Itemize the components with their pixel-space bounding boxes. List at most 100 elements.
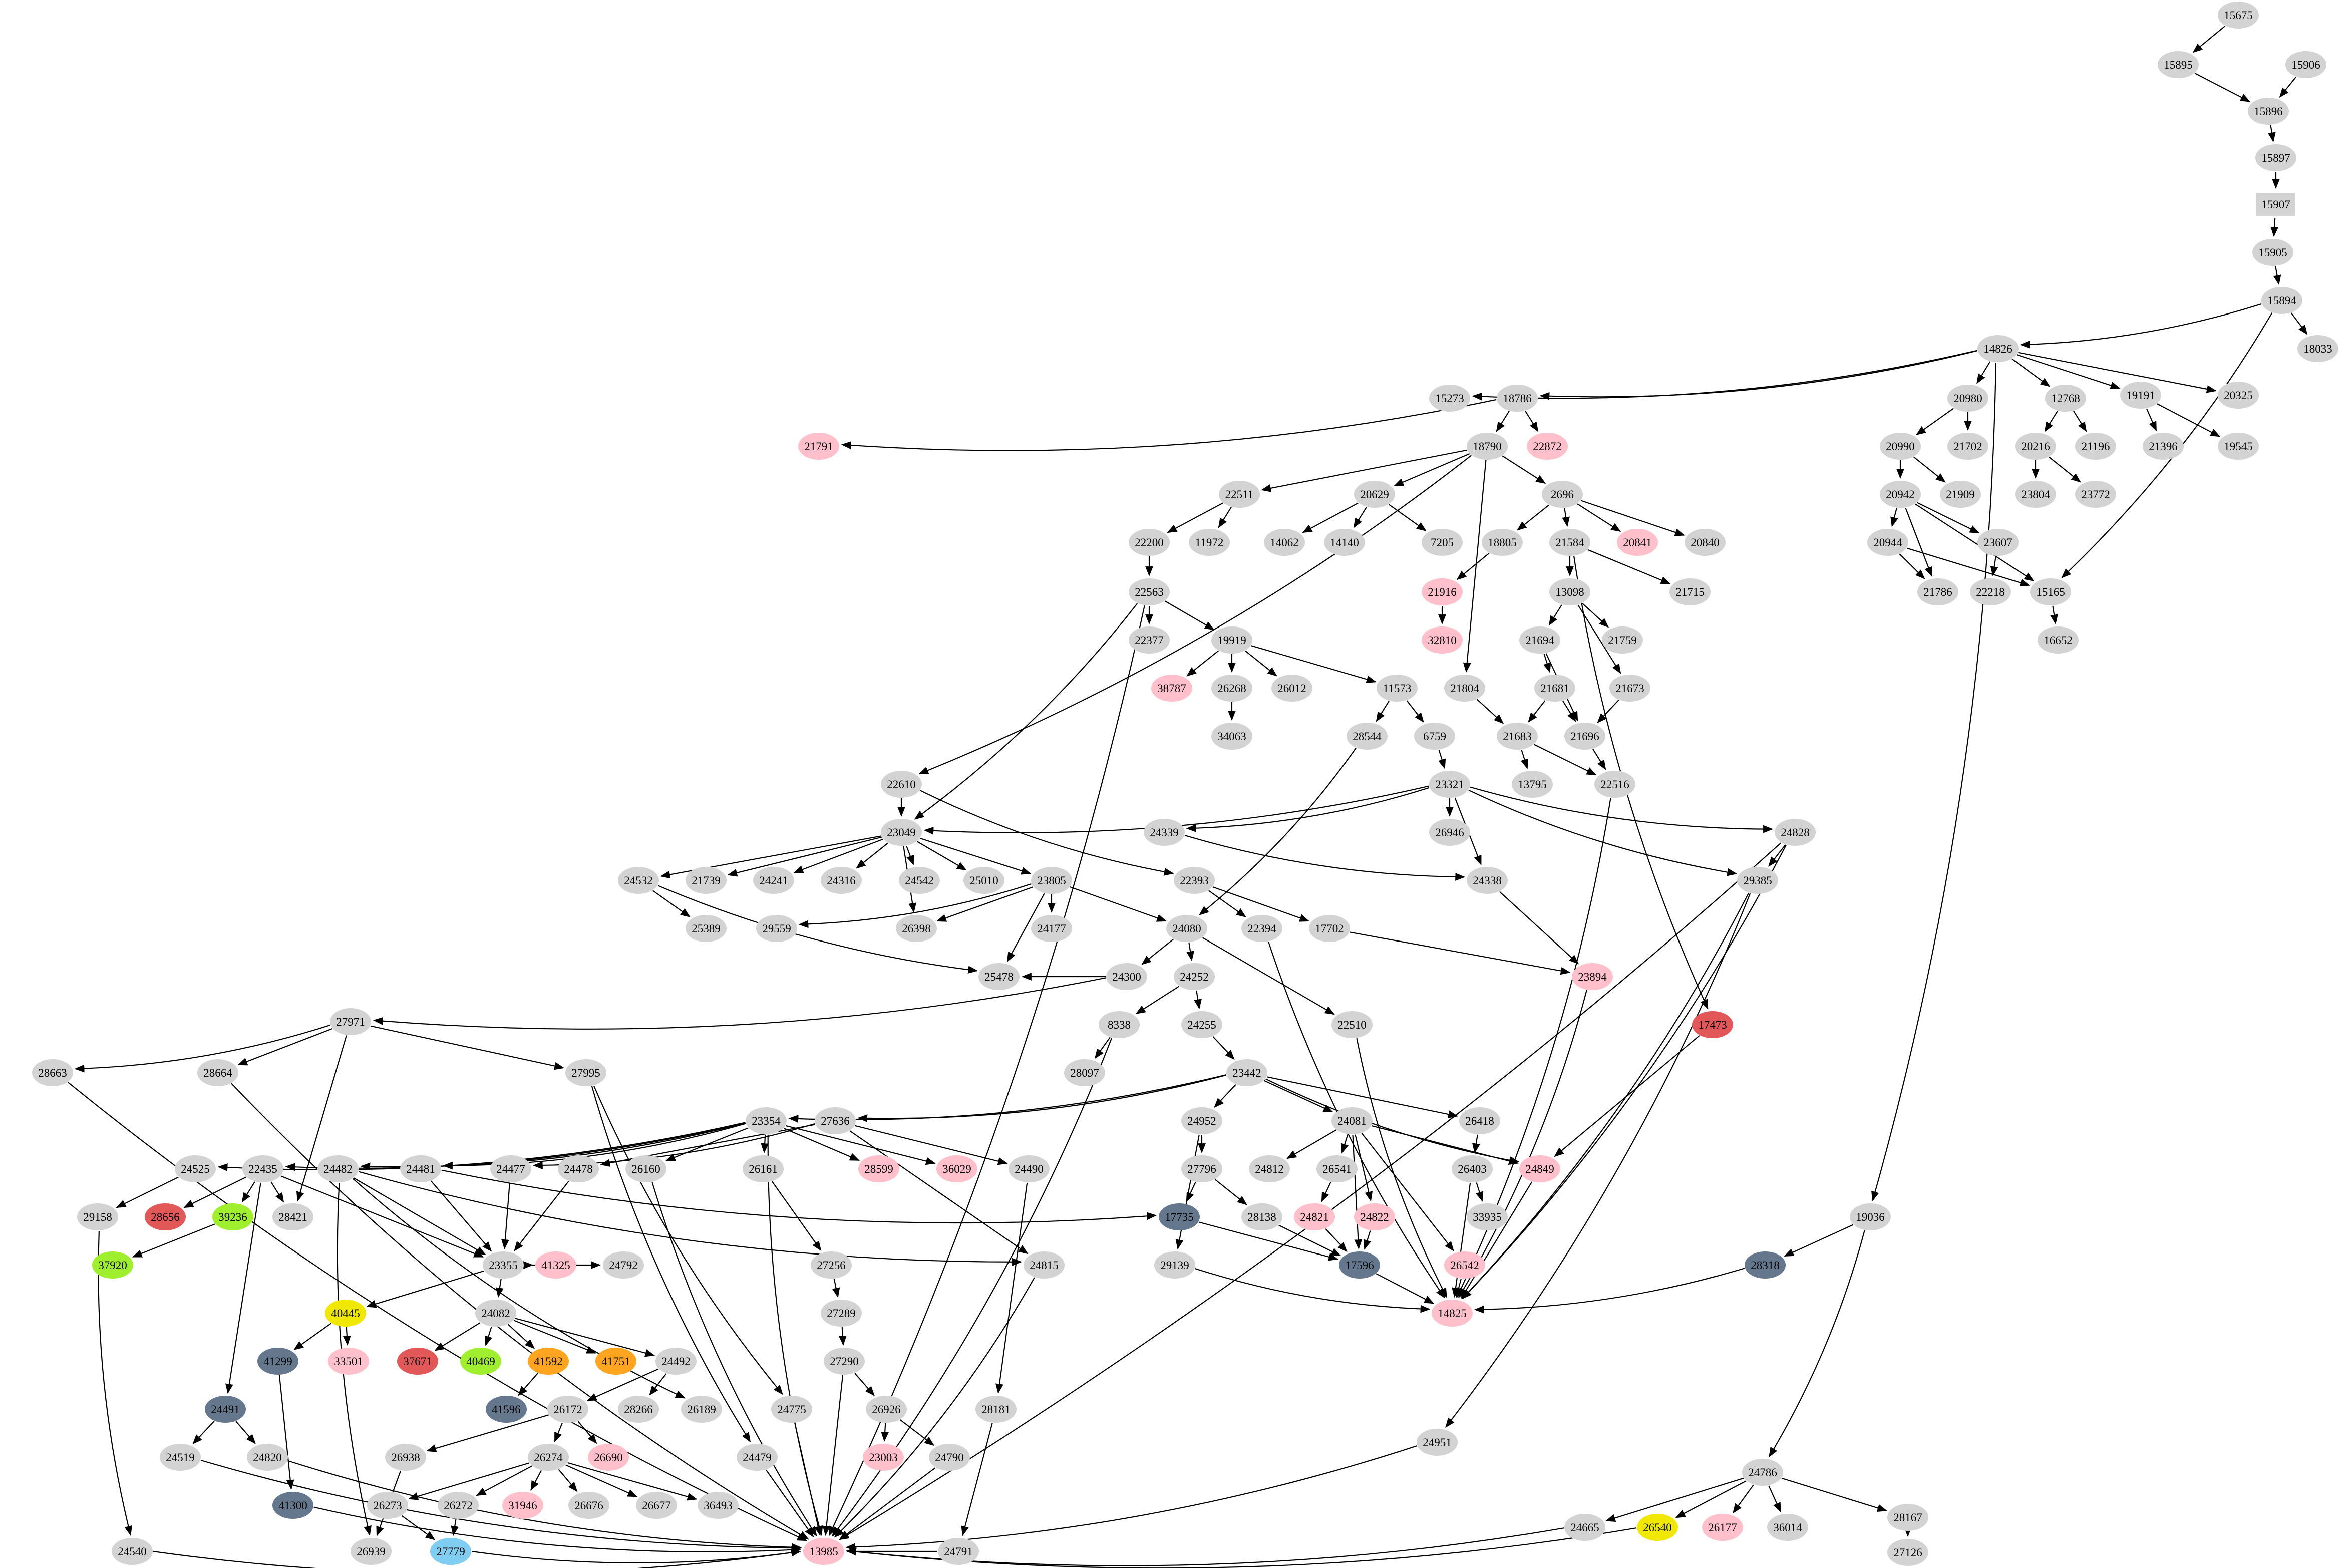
edge-21694-21681: [1543, 654, 1551, 673]
node-shape-23772: [2075, 481, 2116, 508]
edge-21681-21683: [1528, 700, 1546, 723]
node-label-26946: 26946: [1435, 826, 1464, 839]
node-shape-24082: [475, 1300, 516, 1327]
node-27995: 27995: [565, 1059, 606, 1086]
node-label-14825: 14825: [1438, 1307, 1467, 1320]
edge-24786-26177: [1733, 1484, 1754, 1514]
node-shape-20629: [1354, 481, 1395, 508]
node-shape-23805: [1031, 867, 1072, 894]
node-24952: 24952: [1181, 1107, 1222, 1134]
edge-23354-36029: [785, 1125, 936, 1165]
node-24081: 24081: [1331, 1107, 1373, 1134]
edge-24540-13985: [153, 1548, 801, 1568]
node-label-28421: 28421: [278, 1211, 307, 1223]
node-shape-15906: [2285, 51, 2326, 78]
node-26676: 26676: [568, 1492, 609, 1519]
edge-14826-19036: [1871, 362, 1996, 1202]
node-label-23607: 23607: [1983, 536, 2012, 549]
node-label-15897: 15897: [2261, 152, 2290, 164]
node-24525: 24525: [175, 1155, 216, 1182]
node-label-40445: 40445: [331, 1307, 360, 1320]
node-shape-21715: [1669, 578, 1711, 605]
edge-26403-33935: [1476, 1182, 1484, 1202]
edge-26161-27256: [772, 1181, 822, 1251]
edge-24525-29158: [116, 1176, 179, 1208]
node-shape-24338: [1467, 867, 1508, 894]
node-shape-26418: [1459, 1107, 1500, 1134]
node-21681: 21681: [1534, 675, 1575, 702]
node-shape-20840: [1685, 529, 1726, 556]
edge-18790-21804: [1463, 460, 1487, 673]
node-label-23049: 23049: [887, 826, 916, 839]
node-shape-19545: [2218, 433, 2259, 460]
node-shape-22516: [1594, 771, 1635, 798]
node-shape-24080: [1166, 915, 1207, 942]
node-20942: 20942: [1880, 481, 1921, 508]
node-26926: 26926: [866, 1396, 907, 1423]
edge-19191-21396: [2146, 408, 2157, 432]
node-label-17473: 17473: [1698, 1019, 1727, 1031]
node-27971: 27971: [330, 1008, 371, 1035]
edge-28664-13985: [231, 1083, 809, 1540]
node-label-20629: 20629: [1360, 488, 1389, 501]
edge-41299-41300: [278, 1375, 294, 1490]
node-26403: 26403: [1452, 1155, 1493, 1182]
node-label-24849: 24849: [1525, 1163, 1554, 1175]
node-23321: 23321: [1429, 771, 1470, 798]
edge-20944-15165: [1906, 547, 2030, 587]
node-shape-24812: [1249, 1155, 1290, 1182]
node-label-24339: 24339: [1150, 826, 1179, 839]
node-label-15895: 15895: [2164, 59, 2193, 71]
node-label-28663: 28663: [38, 1067, 67, 1079]
edge-19191-19545: [2157, 403, 2221, 437]
node-41592: 41592: [528, 1348, 569, 1375]
node-26946: 26946: [1429, 819, 1470, 846]
node-shape-27971: [330, 1008, 371, 1035]
edge-17702-23894: [1350, 931, 1571, 975]
node-shape-37920: [92, 1251, 133, 1279]
edge-24775-13985: [794, 1423, 822, 1536]
edge-20629-7205: [1389, 504, 1427, 531]
node-shape-16652: [2038, 626, 2079, 654]
node-shape-24081: [1331, 1107, 1373, 1134]
node-label-27289: 27289: [827, 1307, 856, 1320]
node-24775: 24775: [771, 1396, 812, 1423]
node-24786: 24786: [1742, 1459, 1783, 1486]
node-26172: 26172: [547, 1396, 588, 1423]
node-label-29559: 29559: [762, 922, 791, 935]
node-shape-14140: [1324, 529, 1365, 556]
edge-24080-24252: [1186, 942, 1194, 962]
node-label-21909: 21909: [1946, 488, 1975, 501]
node-label-24540: 24540: [118, 1545, 147, 1558]
edge-24821-17596: [1325, 1228, 1348, 1252]
node-label-14826: 14826: [1983, 343, 2012, 355]
edge-23049-24241: [793, 838, 883, 873]
node-shape-15165: [2030, 578, 2071, 605]
edge-23805-24080: [1070, 886, 1167, 922]
node-label-27636: 27636: [821, 1115, 850, 1127]
node-label-24952: 24952: [1187, 1115, 1216, 1127]
node-shape-28097: [1064, 1059, 1105, 1086]
edge-24081-24812: [1286, 1129, 1336, 1159]
node-24300: 24300: [1106, 963, 1147, 990]
edge-17596-14825: [1376, 1273, 1435, 1304]
node-32810: 32810: [1422, 626, 1463, 654]
node-label-41325: 41325: [541, 1259, 570, 1272]
node-label-24482: 24482: [323, 1163, 353, 1175]
node-label-21694: 21694: [1525, 634, 1554, 647]
node-24812: 24812: [1249, 1155, 1290, 1182]
node-shape-24525: [175, 1155, 216, 1182]
node-label-24790: 24790: [935, 1451, 964, 1464]
node-shape-24792: [603, 1251, 644, 1279]
node-label-7205: 7205: [1431, 536, 1454, 549]
node-label-22200: 22200: [1135, 536, 1164, 549]
node-shape-14062: [1264, 529, 1305, 556]
node-28664: 28664: [197, 1059, 238, 1086]
node-label-40469: 40469: [466, 1355, 495, 1368]
node-label-36029: 36029: [942, 1163, 971, 1175]
edge-41592-41596: [518, 1373, 538, 1396]
node-13098: 13098: [1549, 578, 1590, 605]
node-15907: 15907: [2256, 193, 2295, 216]
node-28266: 28266: [618, 1396, 659, 1423]
edge-24082-24492: [515, 1318, 655, 1357]
